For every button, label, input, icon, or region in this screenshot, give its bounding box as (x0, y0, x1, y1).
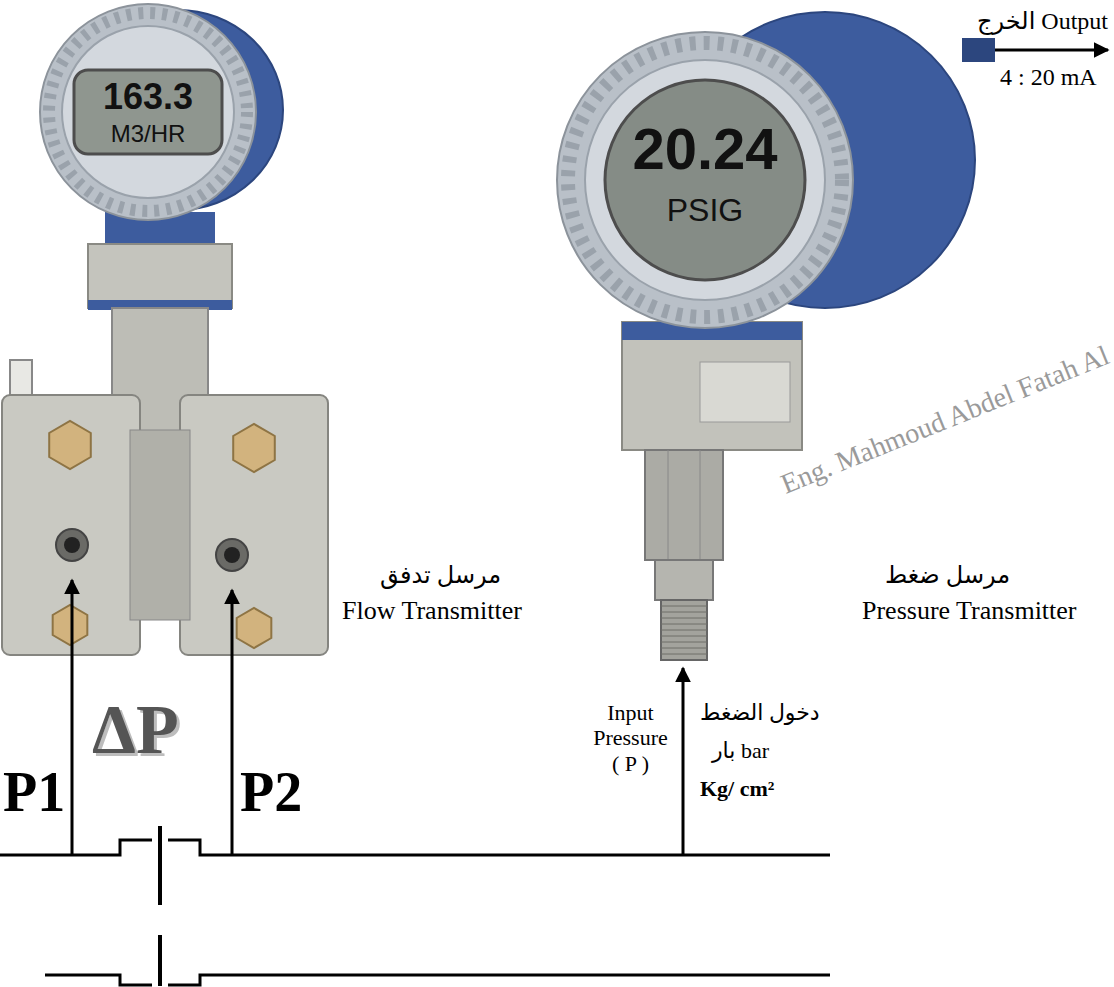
transmitter-label: Pressure Transmitter (862, 596, 1077, 626)
name-plate (700, 362, 790, 422)
thread-line (661, 630, 707, 631)
transmitter-illustration (540, 0, 1112, 665)
text-holder: Kg/ cm² (700, 776, 774, 801)
cover-ribs (568, 43, 842, 317)
text-holder: مرسل ضغط (885, 562, 1010, 590)
thread-line (661, 612, 707, 613)
housing-collar (622, 322, 802, 450)
text-holder: دخول الضغط (700, 700, 820, 725)
flange-bolt (53, 605, 88, 645)
transmitter-label: مرسل تدفق (380, 562, 501, 590)
process-port (216, 539, 248, 571)
front-cover (557, 32, 853, 328)
pipe-wall (45, 975, 830, 985)
thread-line (661, 654, 707, 655)
orifice-plate (158, 935, 162, 986)
flange-high-side (2, 395, 140, 655)
text-holder: 20.24 (605, 116, 805, 183)
transmitter-label: مرسل ضغط (885, 562, 1010, 590)
housing-collar (88, 244, 232, 308)
flange-low-side (180, 395, 328, 655)
text-holder: مرسل تدفق (380, 562, 501, 590)
lcd-display (74, 70, 222, 154)
thread-line (661, 636, 707, 637)
process-socket (655, 560, 713, 600)
differential-pressure: ΔP (92, 690, 179, 771)
thread-line (661, 624, 707, 625)
process-port (56, 529, 88, 561)
display-unit: PSIG (667, 192, 743, 229)
cover-face (62, 26, 234, 198)
output-arrow (995, 49, 1108, 52)
display-reading: 20.24 (632, 116, 777, 183)
text-holder: P1 (3, 760, 65, 824)
transmitter-label: Flow Transmitter (342, 596, 522, 626)
text-holder: Input Pressure ( P ) (588, 700, 673, 776)
text-holder: Eng. Mahmoud Abdel Fatah Al (776, 339, 1113, 500)
display-unit: M3/HR (111, 120, 186, 148)
unit-label: Kg/ cm² (700, 776, 774, 801)
cover-face (585, 60, 825, 300)
hex-edge (668, 450, 669, 560)
input-label: دخول الضغط (700, 700, 820, 725)
text-holder: PSIG (605, 192, 805, 229)
flange-bolt (49, 421, 91, 469)
transmitter: 20.24PSIG مرسل ضغط Pressure Transmitter (540, 0, 1112, 665)
front-cover (40, 4, 256, 220)
pressure-point: P1 (3, 760, 65, 824)
orifice-plate (158, 826, 162, 905)
text-holder: الخرج Output (977, 8, 1108, 36)
output-label: الخرج Output (977, 8, 1108, 36)
text-holder: ΔP (92, 690, 179, 771)
pipe-wall (0, 840, 830, 855)
watermark: Eng. Mahmoud Abdel Fatah Al (776, 339, 1113, 500)
thread-line (661, 648, 707, 649)
unit-label: بار bar (712, 738, 769, 763)
conduit-entry (962, 38, 995, 62)
pressure-tap-arrow (71, 580, 74, 855)
text-holder: 4 : 20 mA (1000, 64, 1097, 92)
thread-line (661, 618, 707, 619)
display-reading: 163.3 (103, 76, 193, 117)
pressure-tap-arrow (231, 590, 234, 855)
pressure-point: P2 (240, 760, 302, 824)
cover-ribs (49, 13, 247, 211)
lcd-display (605, 80, 805, 280)
text-holder: P2 (240, 760, 302, 824)
text-holder: بار bar (712, 738, 769, 763)
signal-range: 4 : 20 mA (1000, 64, 1097, 92)
text-holder: Pressure Transmitter (862, 596, 1077, 626)
capsule-block (130, 430, 190, 620)
flange-bolt (237, 608, 272, 648)
transmitter: 163.3M3/HR مرسل تدفق Flow Transmitter (0, 0, 530, 665)
port-hole (224, 547, 240, 563)
thread-line (661, 606, 707, 607)
thread-line (661, 642, 707, 643)
process-thread (661, 600, 707, 660)
text-holder: Flow Transmitter (342, 596, 522, 626)
input-label: Input Pressure ( P ) (588, 700, 673, 776)
port-hole (64, 537, 80, 553)
input-pressure-arrow (682, 668, 685, 855)
text-holder: M3/HR (78, 120, 218, 148)
text-holder: 163.3 (78, 76, 218, 117)
flange-bolt (233, 424, 275, 472)
hex-body (645, 450, 723, 560)
hex-edge (700, 450, 701, 560)
